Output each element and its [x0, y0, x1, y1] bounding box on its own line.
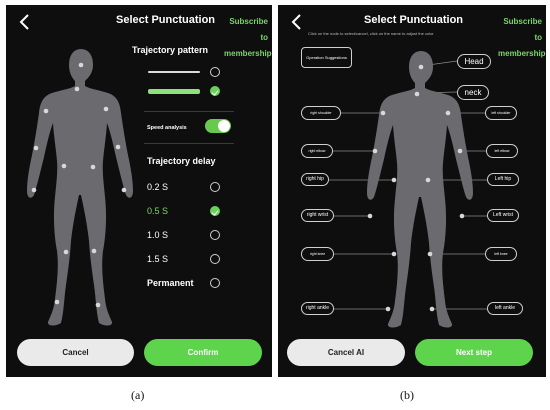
joint-dots [31, 62, 127, 308]
delay-option-permanent[interactable]: Permanent [147, 278, 194, 288]
radio-delay-0-2s[interactable] [210, 182, 220, 192]
label-left-shoulder[interactable]: left shoulder [485, 106, 517, 120]
joint-dot-left-knee[interactable] [91, 248, 97, 254]
radio-delay-permanent[interactable] [210, 278, 220, 288]
joint-dot-right-shoulder[interactable] [380, 110, 386, 116]
panel-b-screen: Select Punctuation Subscribe to membersh… [278, 5, 546, 377]
instruction-text: Click on the node to select/cancel, clic… [308, 31, 434, 36]
label-left-ankle[interactable]: left ankle [487, 302, 523, 315]
label-right-ankle[interactable]: right ankle [301, 302, 334, 315]
body-silhouette [27, 49, 133, 326]
body-silhouette [367, 51, 473, 328]
operation-suggestions-button[interactable]: Operation Suggestions [301, 47, 352, 68]
back-chevron-icon[interactable] [16, 13, 34, 31]
joint-dot-left-shoulder[interactable] [103, 106, 109, 112]
joint-dot-right-wrist[interactable] [367, 213, 373, 219]
back-chevron-icon[interactable] [288, 13, 306, 31]
joint-dot-right-ankle[interactable] [54, 299, 60, 305]
joint-dot-head[interactable] [418, 64, 424, 70]
delay-option-0-5s[interactable]: 0.5 S [147, 206, 169, 216]
joint-dot-head[interactable] [78, 62, 84, 68]
joint-dot-left-ankle[interactable] [95, 302, 101, 308]
label-left-elbow[interactable]: left elbow [486, 144, 518, 158]
divider [144, 143, 234, 144]
label-neck[interactable]: neck [457, 85, 489, 100]
label-right-knee[interactable]: right knee [301, 247, 334, 261]
confirm-button[interactable]: Confirm [144, 339, 262, 366]
label-left-wrist[interactable]: Left wrist [487, 209, 519, 222]
page-title: Select Punctuation [364, 14, 464, 26]
subscribe-link[interactable]: Subscribe to membership [498, 17, 546, 58]
divider [144, 111, 234, 112]
caption-a: (a) [131, 388, 145, 402]
delay-option-1-5s[interactable]: 1.5 S [147, 254, 169, 264]
label-left-knee[interactable]: left knee [485, 247, 517, 261]
joint-dot-right-knee[interactable] [63, 249, 69, 255]
joint-dot-right-elbow[interactable] [372, 148, 378, 154]
radio-pattern-thick-check-icon[interactable] [210, 86, 220, 96]
joint-dot-right-shoulder[interactable] [43, 108, 49, 114]
panel-a-screen: Select Punctuation Subscribe to membersh… [6, 5, 272, 377]
trajectory-pattern-thick[interactable] [148, 89, 200, 94]
joint-dot-right-elbow[interactable] [33, 145, 39, 151]
joint-dot-left-ankle[interactable] [429, 306, 435, 312]
radio-pattern-thin[interactable] [210, 67, 220, 77]
joint-dot-left-elbow[interactable] [457, 148, 463, 154]
joint-dot-left-hip[interactable] [425, 177, 431, 183]
joint-dot-right-wrist[interactable] [31, 187, 37, 193]
trajectory-pattern-heading: Trajectory pattern [132, 45, 209, 55]
label-right-shoulder[interactable]: right shoulder [301, 106, 341, 120]
label-right-elbow[interactable]: right elbow [301, 144, 333, 158]
radio-delay-0-5s-check-icon[interactable] [210, 206, 220, 216]
joint-dot-right-ankle[interactable] [385, 306, 391, 312]
caption-b: (b) [400, 388, 414, 402]
joint-dot-right-hip[interactable] [61, 163, 67, 169]
speed-analysis-toggle[interactable] [205, 119, 231, 133]
subscribe-link[interactable]: Subscribe to membership [224, 17, 272, 58]
joint-dot-left-wrist[interactable] [121, 187, 127, 193]
joint-dot-left-shoulder[interactable] [445, 110, 451, 116]
joint-dot-left-hip[interactable] [90, 164, 96, 170]
joint-dot-neck[interactable] [74, 86, 80, 92]
trajectory-delay-heading: Trajectory delay [147, 156, 216, 166]
speed-analysis-label: Speed analysis [147, 125, 187, 131]
cancel-ai-button[interactable]: Cancel AI [287, 339, 405, 366]
trajectory-pattern-thin[interactable] [148, 71, 200, 73]
label-head[interactable]: Head [457, 54, 491, 69]
cancel-button[interactable]: Cancel [17, 339, 134, 366]
radio-delay-1-5s[interactable] [210, 254, 220, 264]
joint-dot-right-hip[interactable] [391, 177, 397, 183]
joint-dot-right-knee[interactable] [391, 251, 397, 257]
label-left-hip[interactable]: Left hip [487, 173, 519, 186]
joint-dot-neck[interactable] [414, 91, 420, 97]
label-right-hip[interactable]: right hip [301, 173, 329, 186]
label-right-wrist[interactable]: right wrist [301, 209, 334, 222]
page-title: Select Punctuation [116, 14, 216, 26]
joint-dot-left-knee[interactable] [427, 251, 433, 257]
joint-dot-left-wrist[interactable] [459, 213, 465, 219]
delay-option-0-2s[interactable]: 0.2 S [147, 182, 169, 192]
radio-delay-1-0s[interactable] [210, 230, 220, 240]
next-step-button[interactable]: Next step [415, 339, 533, 366]
joint-dot-left-elbow[interactable] [115, 144, 121, 150]
delay-option-1-0s[interactable]: 1.0 S [147, 230, 169, 240]
joint-dots [367, 64, 465, 312]
